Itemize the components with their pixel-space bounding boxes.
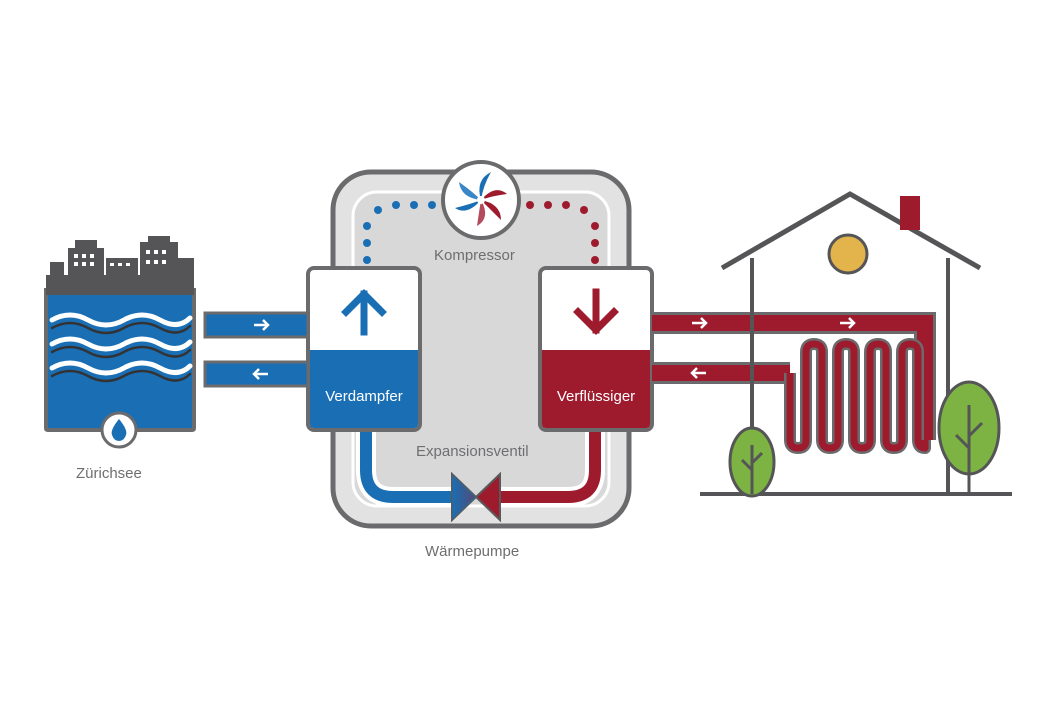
house-return-pipe [652, 362, 790, 384]
tree-icon-left [728, 426, 776, 498]
evaporator-label: Verdampfer [325, 388, 403, 405]
cold-dotted-line [363, 201, 436, 264]
evaporator-box [306, 266, 422, 432]
expansion-valve-label: Expansionsventil [416, 443, 529, 460]
lake-supply-pipe [203, 311, 310, 339]
water-drop-icon [100, 411, 138, 449]
expansion-valve-icon [451, 471, 501, 523]
hot-dotted-line [526, 201, 599, 264]
condenser-label: Verflüssiger [556, 388, 636, 405]
compressor-fan-icon [441, 160, 521, 240]
cold-return-pipe [356, 430, 455, 507]
floor-heating-coil [784, 338, 931, 454]
compressor-label: Kompressor [434, 247, 515, 264]
condenser-box [538, 266, 654, 432]
sun-icon [827, 233, 869, 275]
arrow-up-icon [341, 289, 387, 336]
city-skyline [50, 236, 194, 278]
hot-supply-pipe [500, 430, 605, 507]
arrow-down-icon [573, 288, 619, 335]
lake-tank [44, 275, 196, 432]
heat-pump-label: Wärmepumpe [425, 543, 520, 560]
lake-label: Zürichsee [76, 465, 142, 482]
lake-return-pipe [203, 360, 310, 388]
house-supply-pipe [652, 312, 936, 440]
tree-icon-right [937, 380, 1001, 494]
